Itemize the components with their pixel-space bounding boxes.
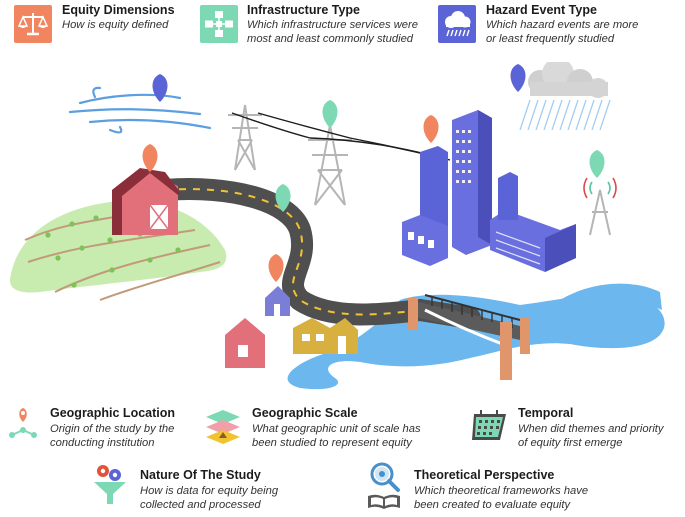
legend-title: Theoretical Perspective [414,468,555,482]
legend-title: Nature Of The Study [140,468,261,482]
legend-desc: How is equity defined [62,19,169,31]
map-pins [142,64,605,282]
legend-title: Infrastructure Type [247,3,360,17]
location-network-icon [6,406,40,442]
funnel-gears-icon [90,462,130,506]
pin-infra-road [275,184,291,212]
legend-desc: Which theoretical frameworks have been c… [414,485,589,511]
houses [225,286,358,368]
layered-scale-icon [204,408,242,444]
city-buildings [402,110,576,272]
pin-hazard-rain [510,64,526,92]
legend-title: Geographic Location [50,406,176,420]
bridge [408,294,530,380]
pin-infra-tower [322,100,338,128]
pin-equity-houses [268,254,284,282]
pin-hazard-wind [152,74,168,102]
rain-cloud-icon [438,5,476,43]
legend-title: Temporal [518,406,574,420]
pin-equity-city [423,115,439,143]
infrastructure-scene-illustration [10,62,665,390]
road [154,178,481,329]
legend-desc: When did themes and priority of equity f… [518,423,664,449]
legend-title: Geographic Scale [252,406,358,420]
pin-equity-barn [142,144,158,172]
power-lines [231,112,451,161]
calendar-icon [470,408,510,442]
barn [112,168,180,235]
radio-waves [583,177,617,199]
magnifier-book-icon [364,460,404,512]
legend-desc: How is data for equity being collected a… [140,485,279,511]
river [287,294,665,390]
legend-desc: Which infrastructure services were most … [247,19,418,45]
legend-desc: What geographic unit of scale has been s… [252,423,421,449]
wind-gusts [68,86,212,134]
network-nodes-icon [200,5,238,43]
legend-desc: Which hazard events are more or least fr… [486,19,639,45]
scales-icon [14,5,52,43]
legend-title: Hazard Event Type [486,3,597,17]
legend-desc: Origin of the study by the conducting in… [50,423,175,449]
storm-cloud [519,62,611,131]
legend-title: Equity Dimensions [62,3,175,17]
pin-infra-radio [589,150,605,178]
